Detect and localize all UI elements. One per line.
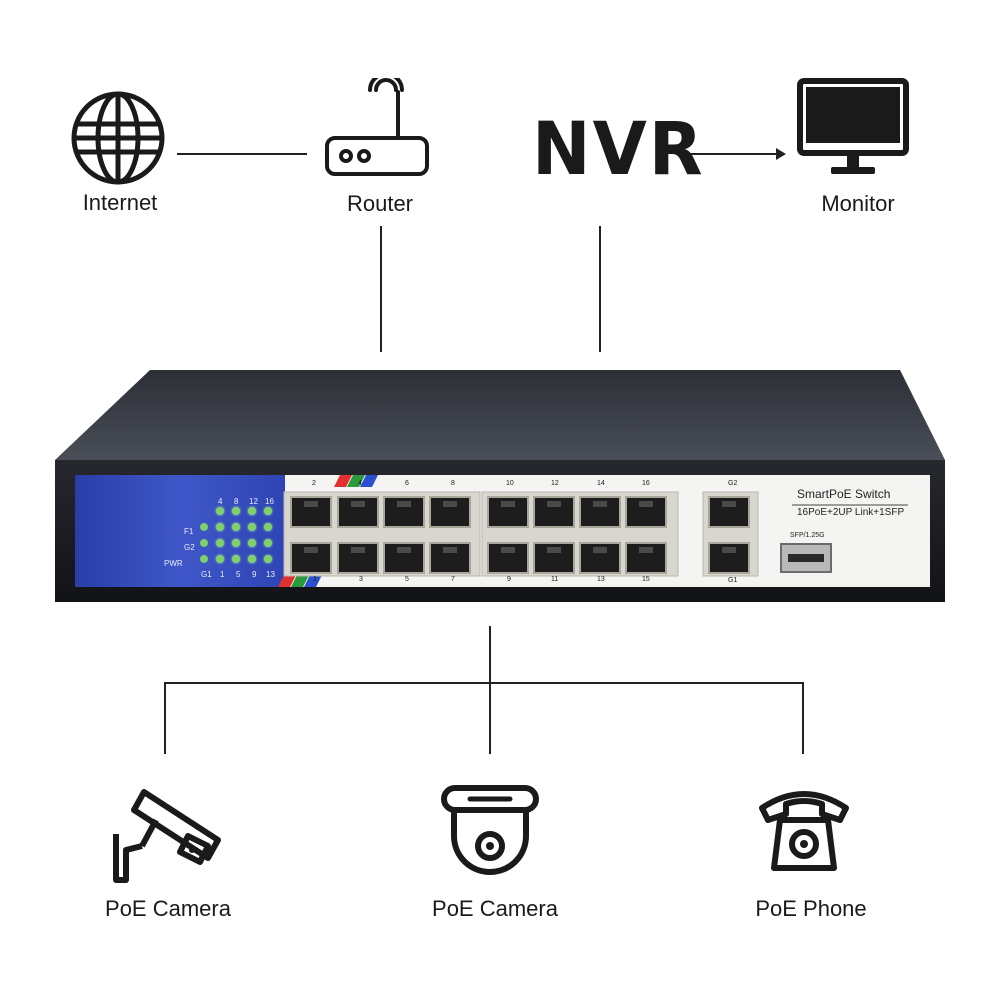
status-led: [248, 555, 256, 563]
rj45-port: [429, 542, 471, 574]
port-number: 11: [551, 576, 559, 583]
rj45-port: [708, 542, 750, 574]
status-led: [232, 555, 240, 563]
rj45-port: [487, 496, 529, 528]
port-number: 10: [506, 480, 514, 487]
status-led: [264, 555, 272, 563]
led-col-bottom-1: 1: [220, 570, 225, 579]
led-col-bottom-9: 9: [252, 570, 257, 579]
poe-camera-label-left: PoE Camera: [105, 896, 231, 921]
poe-camera-label-center: PoE Camera: [432, 896, 558, 921]
dome-camera-icon: [441, 785, 539, 875]
led-col-bottom-5: 5: [236, 570, 241, 579]
status-led: [216, 523, 224, 531]
switch-brand-title: SmartPoE Switch: [797, 487, 891, 501]
rj45-port: [708, 496, 750, 528]
sfp-label: SFP/1.25G: [790, 532, 825, 539]
port-number: 9: [507, 576, 511, 583]
port-number: 1: [313, 576, 317, 583]
arrow-right-icon: [776, 148, 786, 160]
rj45-port: [290, 542, 332, 574]
led-col-bottom-g1: G1: [201, 570, 212, 579]
status-led: [200, 523, 208, 531]
port-number: G1: [728, 577, 738, 584]
status-led: [216, 555, 224, 563]
rj45-port: [625, 542, 667, 574]
switch-model-text: 16PoE+2UP Link+1SFP: [797, 507, 905, 518]
nvr-switch-link: [599, 226, 601, 352]
status-led: [264, 523, 272, 531]
port-number: 16: [642, 480, 650, 487]
led-col-bottom-13: 13: [266, 570, 275, 579]
bullet-camera-icon: [113, 789, 221, 883]
status-led: [232, 539, 240, 547]
branch-left: [164, 682, 166, 754]
port-number: G2: [728, 480, 738, 487]
switch-trunk-link: [489, 626, 491, 754]
status-led: [232, 523, 240, 531]
port-number: 2: [312, 480, 316, 487]
rj45-port: [533, 542, 575, 574]
rj45-port: [533, 496, 575, 528]
router-switch-link: [380, 226, 382, 352]
port-number: 15: [642, 576, 650, 583]
rj45-port: [383, 496, 425, 528]
status-led: [248, 507, 256, 515]
status-led: [216, 539, 224, 547]
nvr-monitor-link: [690, 153, 780, 155]
nvr-label: NVR: [532, 105, 705, 193]
rj45-port: [625, 496, 667, 528]
internet-label: Internet: [82, 190, 158, 215]
port-number: 4: [358, 480, 362, 487]
status-led: [200, 555, 208, 563]
led-label-pwr: PWR: [164, 559, 183, 568]
status-led: [248, 539, 256, 547]
poe-phone-label: PoE Phone: [755, 896, 867, 921]
status-led: [216, 507, 224, 515]
globe-icon: [71, 91, 165, 185]
poe-switch: [55, 370, 945, 602]
rj45-port: [337, 542, 379, 574]
led-col-top-16: 16: [265, 497, 274, 506]
port-number: 3: [359, 576, 363, 583]
branch-line: [164, 682, 804, 684]
rj45-port: [579, 542, 621, 574]
router-label: Router: [346, 191, 414, 216]
led-col-top-4: 4: [218, 497, 223, 506]
status-led: [232, 507, 240, 515]
rj45-port: [487, 542, 529, 574]
led-col-top-12: 12: [249, 497, 258, 506]
telephone-icon: [759, 791, 849, 871]
branch-right: [802, 682, 804, 754]
monitor-icon: [797, 78, 909, 174]
led-col-top-8: 8: [234, 497, 239, 506]
sfp-port: [780, 543, 832, 573]
router-icon: [325, 78, 429, 176]
port-number: 7: [451, 576, 455, 583]
rj45-port: [290, 496, 332, 528]
internet-router-link: [177, 153, 307, 155]
port-number: 8: [451, 480, 455, 487]
status-led: [264, 507, 272, 515]
rj45-port: [383, 542, 425, 574]
led-label-f1: F1: [184, 527, 194, 536]
led-label-g2: G2: [184, 543, 195, 552]
port-number: 6: [405, 480, 409, 487]
port-number: 12: [551, 480, 559, 487]
status-led: [200, 539, 208, 547]
port-number: 13: [597, 576, 605, 583]
rj45-port: [337, 496, 379, 528]
status-led: [248, 523, 256, 531]
monitor-label: Monitor: [821, 191, 895, 216]
port-number: 5: [405, 576, 409, 583]
status-led: [264, 539, 272, 547]
port-number: 14: [597, 480, 605, 487]
rj45-port: [429, 496, 471, 528]
rj45-port: [579, 496, 621, 528]
